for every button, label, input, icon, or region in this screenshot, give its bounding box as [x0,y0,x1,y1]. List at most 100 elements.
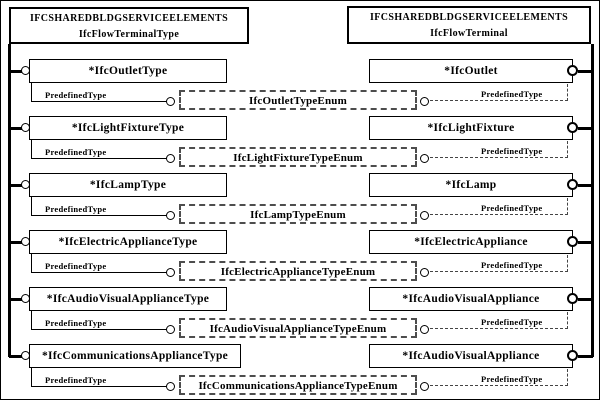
dashed-attribute-line-vertical [567,312,568,329]
occurrence-entity-box: *IfcLightFixture [369,116,573,140]
attribute-end-circle [420,382,429,391]
occurrence-entity-label: *IfcOutlet [444,65,498,77]
attribute-end-circle [420,268,429,277]
attribute-label: PredefinedType [45,318,107,328]
schema-header-type-side: IFCSHAREDBLDGSERVICEELEMENTS IfcFlowTerm… [9,7,249,44]
attribute-end-circle [166,325,175,334]
attribute-end-circle [166,154,175,163]
schema-entity: IfcFlowTerminalType [78,28,180,40]
type-entity-label: *IfcAudioVisualApplianceType [46,293,210,305]
attribute-line-horizontal [31,215,168,216]
attribute-line-vertical [31,254,32,272]
schema-header-occurrence-side: IFCSHAREDBLDGSERVICEELEMENTS IfcFlowTerm… [347,6,591,44]
schema-name: IFCSHAREDBLDGSERVICEELEMENTS [369,12,569,23]
supertype-connector-line [9,241,23,244]
attribute-line-vertical [31,197,32,215]
attribute-end-circle [166,268,175,277]
dashed-attribute-line-vertical [567,198,568,215]
attribute-end-circle [166,382,175,391]
attribute-end-circle [420,325,429,334]
diagram-row: *IfcAudioVisualApplianceType PredefinedT… [1,287,599,344]
enum-type-box: IfcLampTypeEnum [179,204,417,224]
type-entity-label: *IfcElectricApplianceType [58,236,198,248]
enum-type-box: IfcCommunicationsApplianceTypeEnum [179,375,417,395]
occurrence-entity-box: *IfcLamp [369,173,573,197]
type-entity-box: *IfcElectricApplianceType [29,230,227,254]
enum-type-box: IfcAudioVisualApplianceTypeEnum [179,318,417,338]
dashed-attribute-line [430,157,568,158]
type-entity-label: *IfcOutletType [88,65,168,77]
attribute-label: PredefinedType [481,374,543,384]
attribute-label: PredefinedType [481,146,543,156]
supertype-connector-line [578,355,593,358]
attribute-label: PredefinedType [481,317,543,327]
supertype-connector-line [578,298,593,301]
attribute-end-circle [166,211,175,220]
attribute-label: PredefinedType [481,203,543,213]
dashed-attribute-line-vertical [567,141,568,158]
enum-type-box: IfcOutletTypeEnum [179,90,417,110]
attribute-label: PredefinedType [45,204,107,214]
diagram-row: *IfcOutletType PredefinedType IfcOutletT… [1,59,599,116]
attribute-line-vertical [31,311,32,329]
attribute-label: PredefinedType [45,90,107,100]
supertype-connector-circle [567,350,578,361]
supertype-rail-right [591,44,594,357]
attribute-label: PredefinedType [45,375,107,385]
dashed-attribute-line [430,214,568,215]
type-entity-box: *IfcOutletType [29,59,227,83]
occurrence-entity-label: *IfcElectricAppliance [414,236,528,248]
supertype-connector-line [9,184,23,187]
attribute-line-horizontal [31,386,168,387]
attribute-line-vertical [31,368,32,386]
supertype-connector-circle [567,122,578,133]
dashed-attribute-line-vertical [567,369,568,386]
attribute-label: PredefinedType [481,260,543,270]
occurrence-entity-label: *IfcAudioVisualAppliance [402,293,540,305]
dashed-attribute-line [430,385,568,386]
supertype-connector-circle [567,236,578,247]
occurrence-entity-box: *IfcElectricAppliance [369,230,573,254]
supertype-connector-line [9,127,23,130]
attribute-label: PredefinedType [45,261,107,271]
supertype-rail-left [8,44,11,357]
supertype-connector-line [578,70,593,73]
attribute-line-horizontal [31,158,168,159]
attribute-label: PredefinedType [481,89,543,99]
diagram-row: *IfcLightFixtureType PredefinedType IfcL… [1,116,599,173]
type-entity-box: *IfcCommunicationsApplianceType [29,344,242,368]
dashed-attribute-line-vertical [567,255,568,272]
type-entity-box: *IfcLightFixtureType [29,116,227,140]
supertype-connector-line [9,355,23,358]
supertype-connector-line [578,127,593,130]
attribute-end-circle [420,211,429,220]
occurrence-entity-label: *IfcAudioVisualAppliance [402,350,540,362]
attribute-line-horizontal [31,272,168,273]
supertype-connector-line [9,70,23,73]
occurrence-entity-label: *IfcLightFixture [427,122,515,134]
supertype-connector-circle [567,293,578,304]
occurrence-entity-box: *IfcAudioVisualAppliance [369,344,573,368]
diagram-row: *IfcLampType PredefinedType IfcLampTypeE… [1,173,599,230]
supertype-connector-line [578,241,593,244]
enum-type-box: IfcElectricApplianceTypeEnum [179,261,417,281]
supertype-connector-circle [567,65,578,76]
dashed-attribute-line [430,100,568,101]
attribute-line-vertical [31,83,32,101]
enum-type-box: IfcLightFixtureTypeEnum [179,147,417,167]
attribute-line-horizontal [31,329,168,330]
diagram-row: *IfcElectricApplianceType PredefinedType… [1,230,599,287]
supertype-connector-line [578,184,593,187]
occurrence-entity-box: *IfcOutlet [369,59,573,83]
attribute-line-vertical [31,140,32,158]
attribute-end-circle [420,154,429,163]
type-entity-label: *IfcCommunicationsApplianceType [42,350,229,362]
schema-name: IFCSHAREDBLDGSERVICEELEMENTS [29,13,229,24]
dashed-attribute-line [430,271,568,272]
occurrence-entity-label: *IfcLamp [445,179,497,191]
supertype-connector-circle [567,179,578,190]
type-entity-box: *IfcAudioVisualApplianceType [29,287,227,311]
type-entity-label: *IfcLightFixtureType [71,122,185,134]
schema-entity: IfcFlowTerminal [430,27,508,39]
